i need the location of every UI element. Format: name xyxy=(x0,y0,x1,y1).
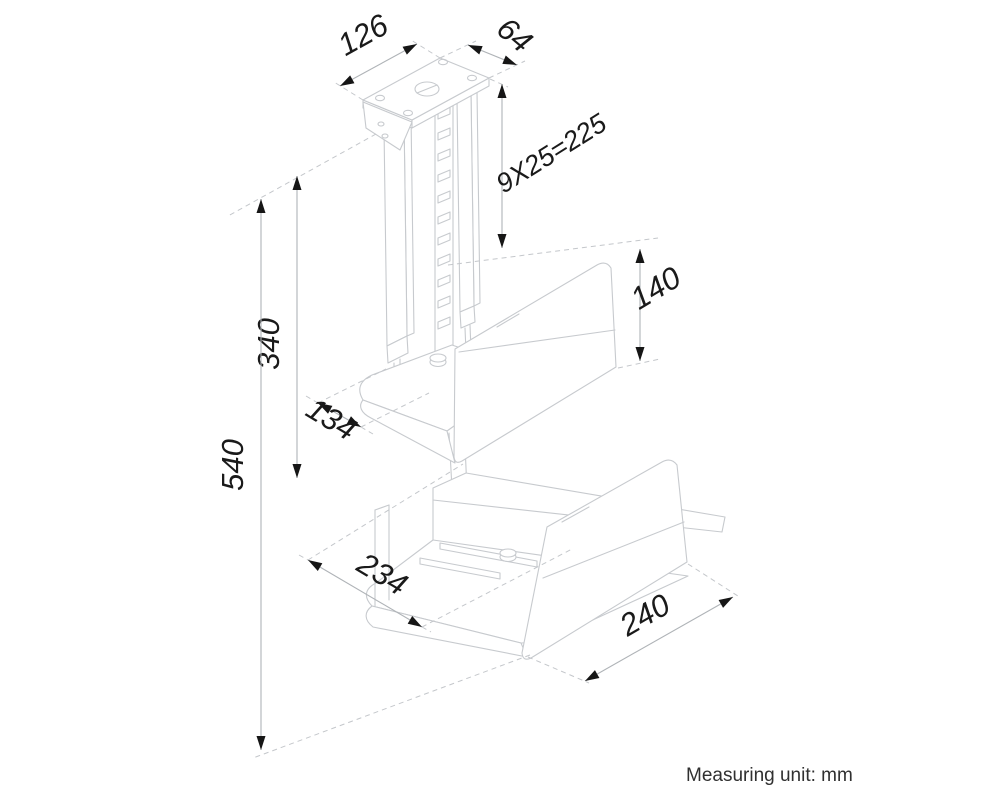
dim-label-column-travel: 340 xyxy=(251,318,286,370)
arrowhead xyxy=(318,403,333,414)
flange-screw-hole xyxy=(377,121,385,127)
extension-line xyxy=(360,426,374,435)
dim-column-travel: 340 xyxy=(227,133,377,478)
plate-screw-hole xyxy=(402,109,414,117)
lower-panel-tab xyxy=(561,506,590,523)
arrowhead xyxy=(635,347,645,361)
lower-tray-slot xyxy=(419,557,501,580)
dim-upper-panel-height: 140 xyxy=(617,249,687,369)
arrowhead xyxy=(308,560,323,571)
flange-screw-hole xyxy=(381,133,389,139)
extension-line xyxy=(617,358,661,369)
arrowhead xyxy=(468,45,483,55)
extension-line xyxy=(227,133,377,217)
mounting-flange xyxy=(362,101,413,151)
dim-label-upper-tray-depth: 134 xyxy=(300,391,362,448)
extension-line xyxy=(298,554,309,561)
lower-left-bracket xyxy=(374,504,390,511)
plate-screw-hole xyxy=(437,58,449,66)
column-slot xyxy=(437,190,451,204)
dim-label-overall-height: 540 xyxy=(215,439,250,491)
lower-tray-knob xyxy=(499,548,517,558)
arrowhead xyxy=(718,597,733,608)
rail-front-face xyxy=(383,116,408,347)
arrowhead xyxy=(346,416,361,427)
column-slot xyxy=(437,232,451,246)
plate-hole-slot-mark xyxy=(416,84,438,94)
extension-line xyxy=(305,395,319,404)
upper-tray-knob xyxy=(429,353,447,363)
extension-line xyxy=(307,463,464,561)
column-slot xyxy=(437,274,451,288)
column-right-rail xyxy=(456,90,481,353)
column-slot-strip xyxy=(434,90,454,353)
arrowhead xyxy=(256,199,266,213)
lower-tray-front-face xyxy=(365,605,528,658)
dimension-line xyxy=(307,559,423,628)
arrowhead xyxy=(402,44,417,55)
dimension-line xyxy=(584,596,734,682)
dimension-line xyxy=(339,43,418,87)
arrowhead xyxy=(256,736,266,750)
upper-panel-crease xyxy=(458,329,616,353)
arrowhead xyxy=(292,464,302,478)
arrowhead xyxy=(497,234,507,248)
arrowhead xyxy=(635,249,645,263)
extension-line xyxy=(439,40,477,59)
dim-overall-height: 540 xyxy=(215,199,531,759)
column-slot xyxy=(437,148,451,162)
upper-panel-face xyxy=(453,262,617,463)
extension-line xyxy=(410,39,441,59)
rail-front-face xyxy=(456,92,475,313)
extension-line xyxy=(687,563,742,599)
upper-side-panel xyxy=(453,262,617,463)
dim-label-upper-panel-height: 140 xyxy=(624,260,686,317)
extension-line xyxy=(421,548,573,628)
extension-line xyxy=(252,654,531,759)
arrowhead xyxy=(585,670,600,681)
arrowhead xyxy=(497,84,507,98)
plate-hole-large xyxy=(414,81,440,97)
column-slot xyxy=(437,127,451,141)
extension-line xyxy=(421,626,432,633)
lower-panel-crease xyxy=(542,521,685,579)
arrowhead xyxy=(502,55,517,65)
column-left-rail xyxy=(383,113,415,379)
lower-side-panel xyxy=(521,459,688,660)
extension-line xyxy=(527,656,590,684)
column-slot xyxy=(437,253,451,267)
extension-line xyxy=(360,392,430,428)
mounting-plate xyxy=(362,57,490,151)
extension-line xyxy=(489,78,509,88)
arrowhead xyxy=(407,616,422,627)
extension-line xyxy=(333,81,364,101)
column-slot xyxy=(437,169,451,183)
dim-label-slot-spacing: 9X25=225 xyxy=(491,107,613,199)
rail-foot xyxy=(386,335,409,364)
arrowhead xyxy=(340,75,355,86)
upper-panel-tab xyxy=(496,313,520,328)
dim-label-plate-depth: 64 xyxy=(490,10,539,59)
extension-line xyxy=(488,60,526,79)
arrowhead xyxy=(292,176,302,190)
extension-line xyxy=(317,368,387,404)
measuring-unit-label: Measuring unit: mm xyxy=(686,765,853,786)
column-slot xyxy=(437,316,451,330)
plate-screw-hole xyxy=(374,94,386,102)
upper-tray-front-face xyxy=(360,399,456,464)
column-slot xyxy=(437,295,451,309)
rail-foot xyxy=(459,305,476,329)
lower-panel-face xyxy=(521,459,688,660)
plate-screw-hole xyxy=(466,74,478,82)
dim-label-plate-width: 126 xyxy=(332,7,395,63)
column-slot xyxy=(437,211,451,225)
